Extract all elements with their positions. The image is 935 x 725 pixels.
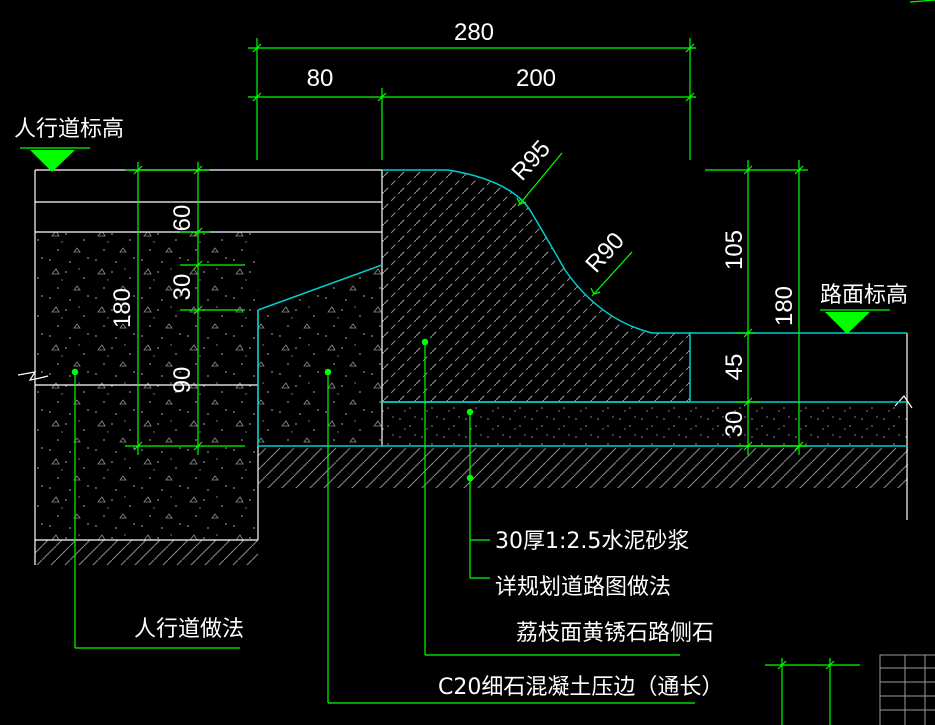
curb-stone-fill (382, 170, 690, 402)
triangle-down-icon (30, 150, 75, 172)
sidewalk-ref-label: 人行道做法 (134, 617, 244, 642)
sidewalk-elevation-label: 人行道标高 (14, 117, 124, 142)
mortar-label: 30厚1:2.5水泥砂浆 (495, 529, 689, 554)
table-fragment (879, 654, 935, 725)
dim-280: 280 (454, 19, 494, 46)
road-elevation-label: 路面标高 (820, 283, 908, 308)
road-ref-label: 详规划道路图做法 (495, 575, 671, 600)
dim-105: 105 (721, 230, 748, 270)
concrete-edge-label: C20细石混凝土压边（通长） (438, 675, 723, 700)
dimension-lines (20, 0, 935, 725)
dim-180-right: 180 (771, 286, 798, 326)
triangle-down-icon (825, 312, 870, 334)
mortar-layer-fill (382, 402, 907, 446)
dim-r90: R90 (580, 227, 630, 278)
dim-200: 200 (516, 65, 556, 92)
sidewalk-base-fill (35, 232, 258, 540)
dim-r95: R95 (506, 135, 556, 186)
concrete-edge-fill (258, 265, 382, 446)
soil-left-hatch (35, 540, 258, 565)
dim-30-right: 30 (721, 411, 748, 438)
dim-180-left: 180 (109, 288, 136, 328)
dim-80: 80 (307, 65, 334, 92)
dim-60: 60 (169, 205, 196, 232)
dim-45: 45 (721, 354, 748, 381)
break-symbol-left (17, 371, 49, 381)
curb-stone-label: 荔枝面黄锈石路侧石 (516, 621, 714, 646)
dim-90: 90 (169, 367, 196, 394)
leader-dots (71, 338, 474, 482)
subgrade-hatch (258, 448, 908, 488)
dim-30-left: 30 (169, 274, 196, 301)
